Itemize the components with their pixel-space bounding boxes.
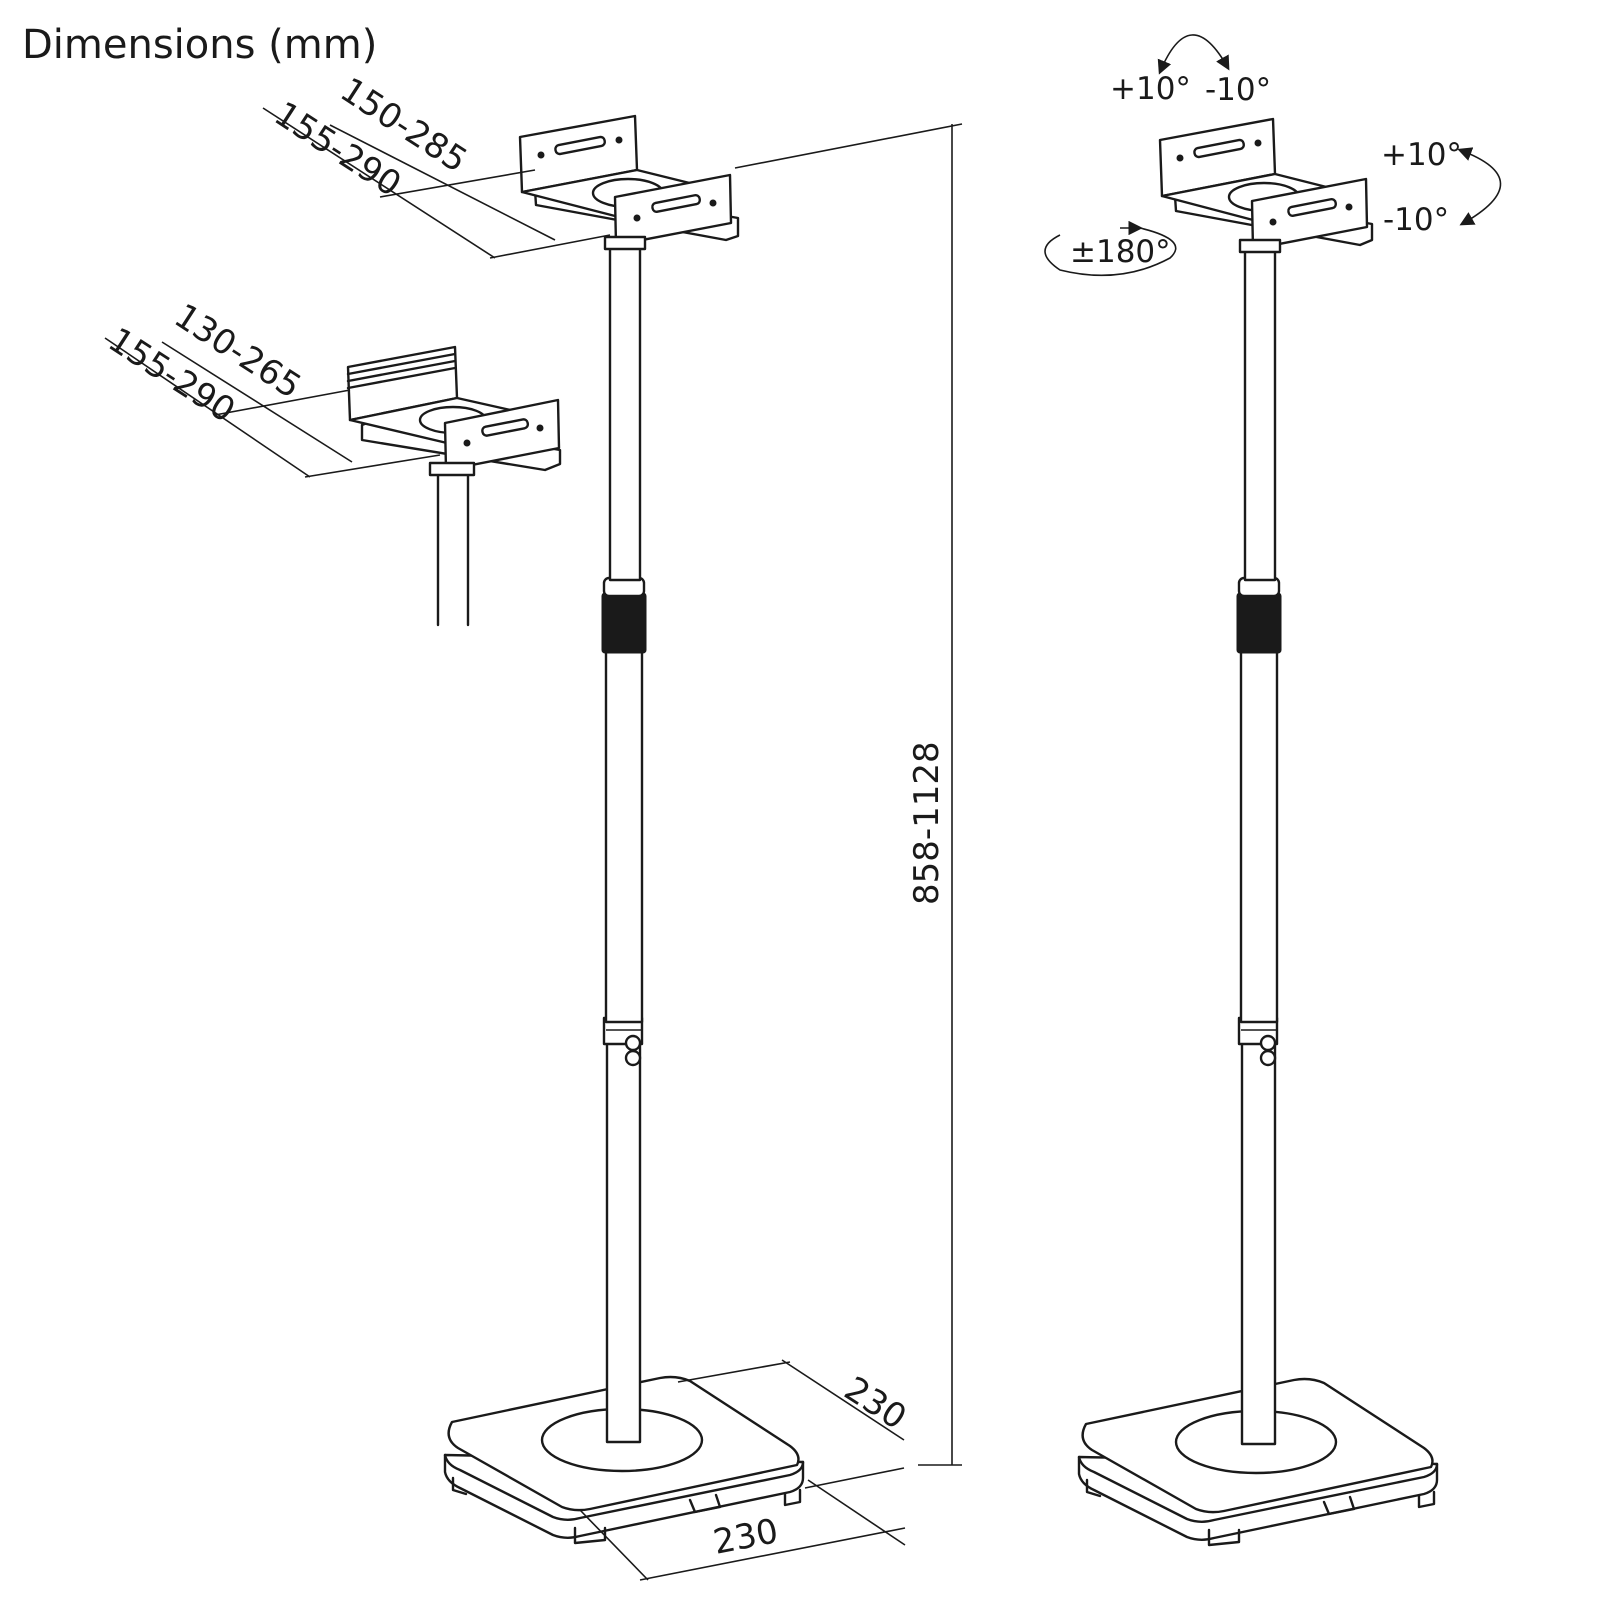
right-stand-bracket	[1158, 117, 1374, 254]
left-stand-bracket	[518, 114, 740, 251]
dimension-lines	[104, 107, 963, 1581]
swivel-plus-label: +10°	[1381, 137, 1462, 173]
left-stand-base	[443, 1375, 805, 1545]
dim-base-depth: 230	[837, 1369, 913, 1438]
small-bracket-detail	[346, 345, 562, 627]
swivel-arrow-icon	[1457, 147, 1502, 226]
right-stand-pole	[1236, 240, 1282, 1446]
rotate-arrow-icon	[1044, 227, 1177, 277]
dim-height: 858-1128	[907, 741, 947, 905]
tilt-minus-label: -10°	[1205, 72, 1271, 108]
right-stand-base	[1077, 1377, 1439, 1547]
tilt-arrow-icon	[1157, 34, 1230, 75]
left-stand-pole	[601, 238, 647, 1444]
page-title: Dimensions (mm)	[22, 22, 377, 68]
rotation-indicators	[1044, 34, 1502, 277]
left-stand	[443, 114, 805, 1545]
tilt-plus-label: +10°	[1110, 71, 1191, 107]
rotate-label: ±180°	[1070, 234, 1171, 270]
swivel-minus-label: -10°	[1383, 202, 1449, 238]
right-stand	[1077, 117, 1439, 1547]
